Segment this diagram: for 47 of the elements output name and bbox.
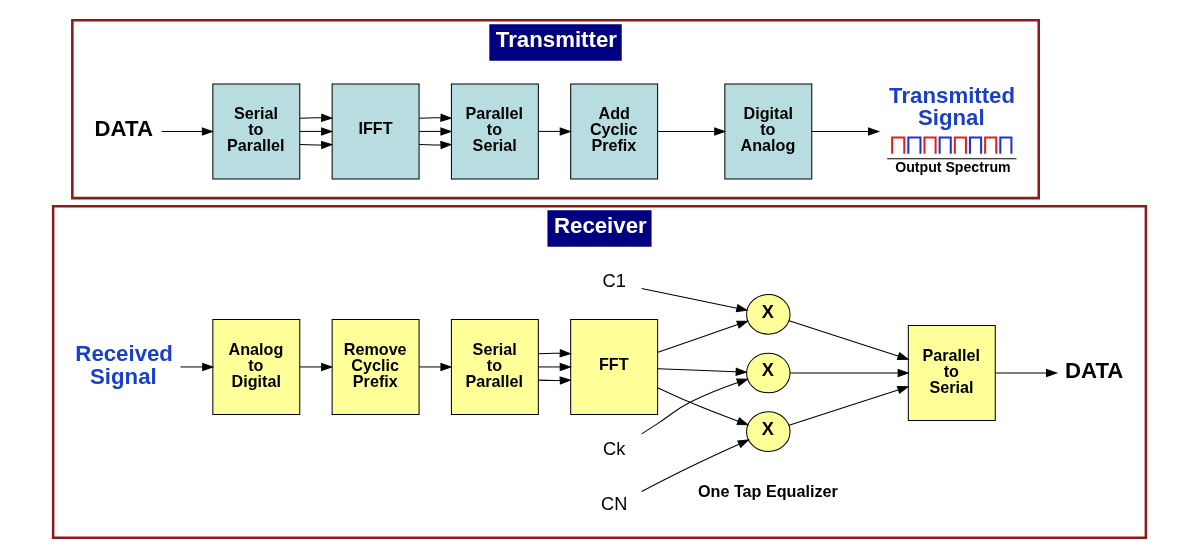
node-box: Parallel to Serial [450, 83, 539, 180]
arrow [657, 127, 727, 136]
node-circle: X [746, 411, 791, 452]
node-text: C1 [602, 271, 626, 292]
node-box: Parallel to Serial [907, 325, 996, 422]
arrow [418, 140, 453, 150]
arrow [299, 140, 334, 150]
node-box: Serial to Parallel [450, 318, 539, 415]
arrow [657, 367, 748, 376]
node-box: Digital to Analog [724, 83, 813, 180]
node-circle: X [746, 352, 791, 394]
arrow [641, 288, 749, 313]
node-box: FFT [570, 318, 659, 415]
node-box: Remove Cyclic Prefix [331, 318, 420, 415]
arrow [788, 320, 910, 360]
node-text: Received Signal [75, 341, 173, 389]
node-box: IFFT [331, 83, 420, 180]
arrow [641, 378, 749, 435]
arrow [538, 349, 572, 358]
arrow [538, 127, 572, 136]
node-box: Analog to Digital [212, 318, 301, 415]
label: One Tap Equalizer [698, 482, 838, 501]
node-text: Transmitted Signal Output Spectrum [889, 82, 1016, 176]
arrow [811, 127, 881, 136]
arrow [994, 368, 1059, 378]
arrow [418, 127, 453, 136]
arrow [418, 362, 453, 372]
node-text: DATA [1065, 357, 1124, 383]
node-text: CN [601, 493, 628, 514]
node-box: Serial to Parallel [212, 83, 301, 180]
arrow [418, 113, 453, 123]
arrow [538, 362, 572, 372]
arrow [788, 386, 910, 426]
arrow [641, 439, 750, 492]
arrow [161, 127, 214, 136]
arrow [299, 113, 334, 123]
arrow [789, 368, 910, 378]
node-text: DATA [94, 116, 153, 142]
arrow [657, 320, 749, 353]
arrow [657, 387, 750, 426]
node-circle: X [746, 294, 791, 335]
arrow [538, 376, 572, 385]
arrow [180, 362, 215, 372]
node-box: Add Cyclic Prefix [570, 83, 659, 180]
arrow [299, 362, 334, 372]
arrow [299, 127, 334, 136]
node-text: Ck [603, 439, 626, 460]
